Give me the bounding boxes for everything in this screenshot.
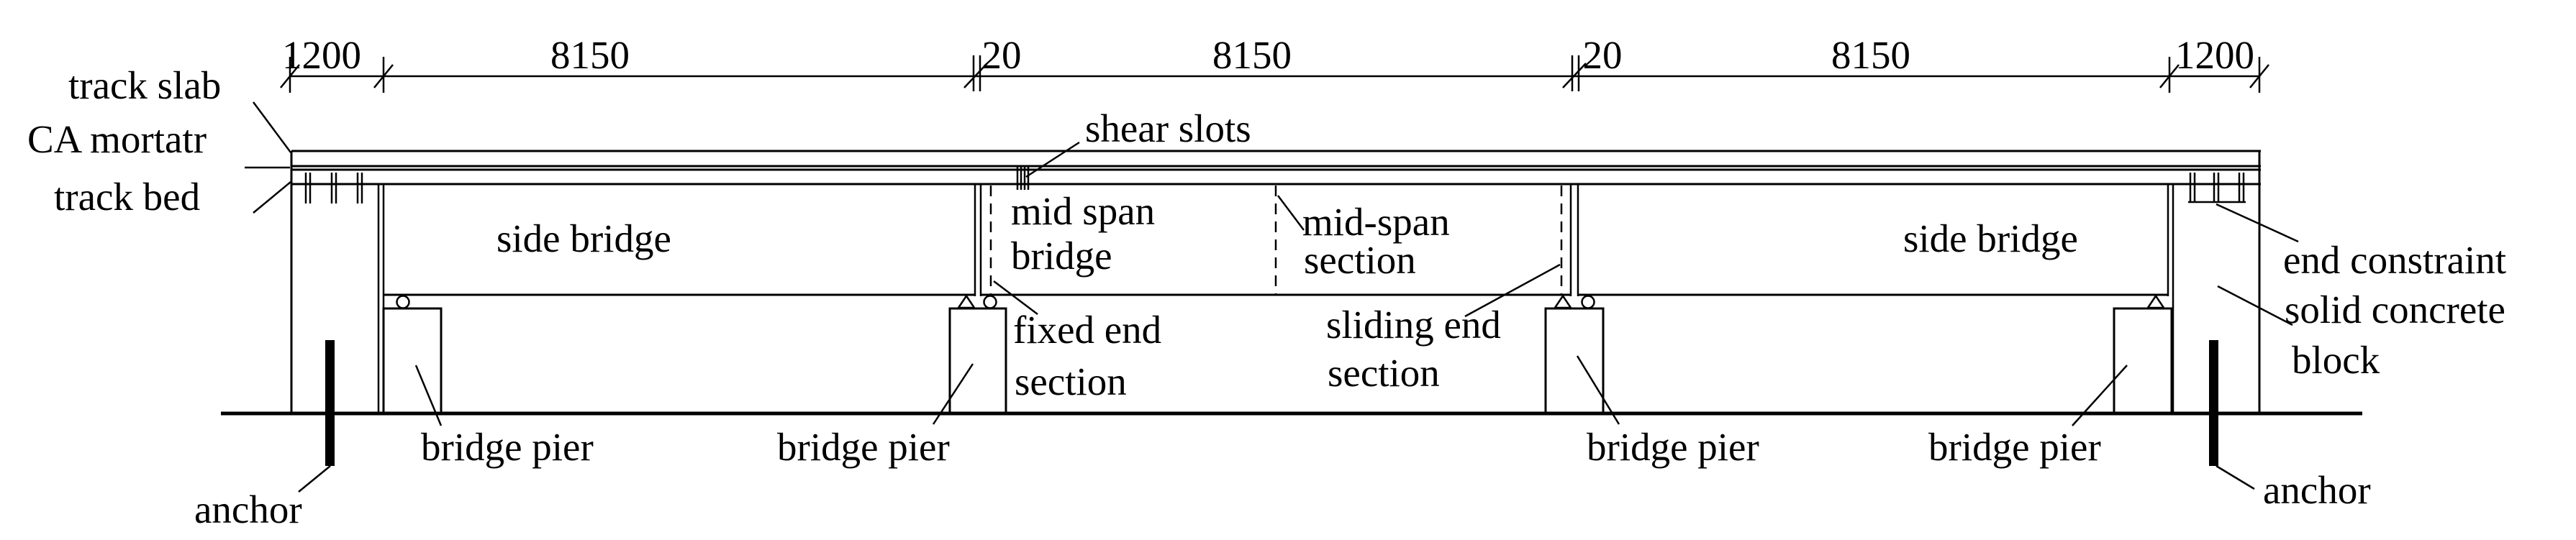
label-mid-span-section-2: section <box>1304 238 1416 282</box>
end-constraint-block <box>2188 173 2246 203</box>
dim-value-8150-1: 8150 <box>550 33 630 77</box>
leader-solid-concrete-block <box>2217 285 2293 326</box>
label-mid-span-bridge-2: bridge <box>1011 234 1112 278</box>
leader-sliding-end <box>1464 263 1561 318</box>
roller-bearing-icon <box>983 295 997 309</box>
girders <box>384 184 2168 296</box>
leader-bridge-pier-1 <box>414 365 443 426</box>
fixed-bearing-icon <box>1553 294 1573 309</box>
anchors <box>325 340 2218 466</box>
dim-tick-double <box>1562 55 1587 91</box>
anchor-bar-right <box>2209 340 2218 466</box>
dim-tick <box>373 57 394 93</box>
dim-value-8150-2: 8150 <box>1212 33 1292 77</box>
label-anchor-left: anchor <box>194 488 302 531</box>
dim-tick <box>2249 57 2269 93</box>
dim-value-1200-left: 1200 <box>282 33 361 77</box>
end-pins-left <box>304 173 363 203</box>
label-bridge-pier-3: bridge pier <box>1587 425 1759 469</box>
shear-slot-marks <box>1016 165 1030 190</box>
leader-anchor-left <box>298 465 331 493</box>
dim-value-1200-right: 1200 <box>2175 33 2254 77</box>
bridge-pier-4-shape <box>2113 307 2173 416</box>
dim-tick-double <box>963 55 988 91</box>
leader-anchor-right <box>2216 465 2255 490</box>
leader-end-constraint <box>2216 203 2299 243</box>
label-sliding-end-2: section <box>1328 351 1440 395</box>
label-side-bridge-left: side bridge <box>496 216 671 260</box>
leader-mid-span-section <box>1277 195 1305 231</box>
dim-tick <box>2159 57 2180 93</box>
dim-value-8150-3: 8150 <box>1831 33 1910 77</box>
label-side-bridge-right: side bridge <box>1903 216 2078 260</box>
leader-fixed-end <box>993 280 1038 315</box>
dim-tick <box>280 57 300 93</box>
piers <box>382 307 2173 416</box>
roller-bearing-icon <box>396 295 410 309</box>
dimension-chain: 1200 8150 20 8150 20 8150 1200 <box>280 33 2269 93</box>
leader-lines <box>245 101 2299 493</box>
deck-layers <box>290 150 2261 415</box>
leader-bridge-pier-2 <box>932 363 974 425</box>
label-fixed-end-2: section <box>1015 360 1127 403</box>
fixed-bearing-icon <box>2146 294 2166 309</box>
fixed-bearing-icon <box>956 294 976 309</box>
text-labels: track slab CA mortatr track bed shear sl… <box>27 63 2506 531</box>
label-track-slab: track slab <box>68 63 221 107</box>
leader-track-slab <box>252 101 292 153</box>
leader-bridge-pier-3 <box>1576 355 1620 425</box>
label-bridge-pier-2: bridge pier <box>777 425 950 469</box>
label-bridge-pier-1: bridge pier <box>421 425 594 469</box>
label-fixed-end-1: fixed end <box>1013 308 1161 352</box>
label-mid-span-bridge-1: mid span <box>1011 189 1155 233</box>
label-end-constraint: end constraint <box>2283 238 2506 282</box>
bridge-pier-3-shape <box>1544 307 1605 416</box>
roller-bearing-icon <box>1581 295 1595 309</box>
label-solid-concrete-1: solid concrete <box>2285 288 2505 331</box>
label-anchor-right: anchor <box>2263 468 2371 512</box>
leader-bridge-pier-4 <box>2072 365 2128 426</box>
label-shear-slots: shear slots <box>1085 106 1251 150</box>
label-sliding-end-1: sliding end <box>1326 303 1501 347</box>
label-mid-span-section-1: mid-span <box>1302 200 1450 244</box>
label-track-bed: track bed <box>54 175 200 219</box>
label-ca-mortar: CA mortatr <box>27 117 207 161</box>
bridge-pier-1-shape <box>382 307 443 416</box>
bridge-pier-2-shape <box>948 307 1007 416</box>
leader-shear-slots <box>1025 141 1080 178</box>
bearings <box>396 294 2166 309</box>
dim-value-20-2: 20 <box>1583 33 1623 77</box>
anchor-bar-left <box>325 340 335 466</box>
leader-track-bed <box>253 181 291 214</box>
dim-value-20-1: 20 <box>982 33 1022 77</box>
label-bridge-pier-4: bridge pier <box>1928 425 2101 469</box>
label-solid-concrete-2: block <box>2292 338 2380 382</box>
